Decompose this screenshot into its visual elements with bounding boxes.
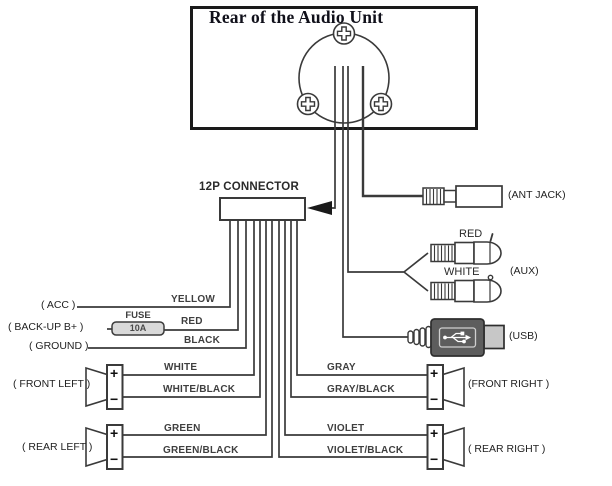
fuse-rating: 10A [129,323,147,333]
wire-green-black [122,220,273,458]
wire-label-gray-black: GRAY/BLACK [327,384,395,395]
connector-wires [77,220,428,458]
wire-red [164,220,239,331]
label-usb: (USB) [509,330,538,342]
plus-front-left: + [110,365,119,381]
wire-label-violet: VIOLET [327,423,365,434]
wire-label-yellow: YELLOW [171,294,215,305]
wire-label-black: BLACK [184,335,220,346]
wire-label-violet-black: VIOLET/BLACK [327,445,404,456]
plus-rear-right: + [430,425,439,441]
usb-plug-icon [407,318,505,357]
wire-label-red: RED [181,316,203,327]
plus-front-right: + [430,365,439,381]
unit-leads [332,66,429,338]
wire-black [88,220,247,349]
speaker-icon-rear-right [426,424,465,470]
screw-icon [296,22,393,116]
terminal-acc: ( ACC ) [41,299,76,311]
wire-violet-black [278,220,428,458]
rca-red-icon [430,233,502,265]
rca-white-icon [430,274,502,303]
ant-jack-icon [422,185,503,208]
speaker-icon-front-right [426,364,465,410]
12p-connector [219,197,332,221]
label-aux: (AUX) [510,265,539,277]
wire-green [122,220,267,436]
label-ant-jack: (ANT JACK) [508,189,566,201]
fuse-icon [111,321,165,336]
speaker-icon-front-left [85,364,124,410]
wire-label-green: GREEN [164,423,201,434]
wire-label-green-black: GREEN/BLACK [163,445,239,456]
connector-label: 12P CONNECTOR [199,181,299,193]
minus-rear-right: − [430,451,439,467]
wire-white [122,220,255,376]
label-rear-right: ( REAR RIGHT ) [468,443,546,455]
terminal-backup: ( BACK-UP B+ ) [8,321,84,333]
label-rear-left: ( REAR LEFT ) [22,441,93,453]
minus-front-right: − [430,391,439,407]
wire-label-gray: GRAY [327,362,356,373]
wire-gray [296,220,428,376]
label-front-right: (FRONT RIGHT ) [468,378,550,390]
fuse-label: FUSE [125,310,151,321]
terminal-ground: ( GROUND ) [29,340,89,352]
wire-label-white: WHITE [164,362,198,373]
wire-violet [284,220,428,436]
arrow-icon [307,201,332,215]
wire-gray-black [290,220,428,398]
label-aux-white: WHITE [444,266,480,278]
label-aux-red: RED [459,228,483,240]
minus-rear-left: − [110,451,119,467]
label-front-left: ( FRONT LEFT ) [13,378,91,390]
usb-trident-icon [443,331,471,344]
minus-front-left: − [110,391,119,407]
unit-title: Rear of the Audio Unit [209,7,384,27]
wire-yellow [77,220,231,308]
wire-white-black [122,220,261,398]
wire-label-white-black: WHITE/BLACK [163,384,236,395]
plus-rear-left: + [110,425,119,441]
speaker-icon-rear-left [85,424,124,470]
